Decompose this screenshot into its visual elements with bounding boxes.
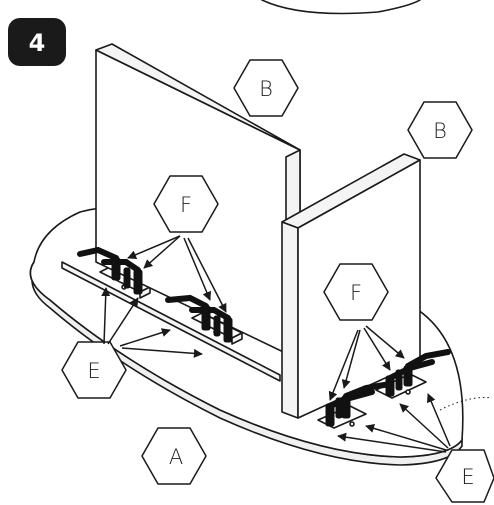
label-f-left: F [153, 175, 219, 233]
hardware-f-left [77, 246, 233, 343]
top-arc [261, 0, 421, 15]
svg-text:F: F [350, 281, 362, 305]
arrows-e-right [337, 393, 451, 453]
label-e-right: E [435, 449, 494, 503]
label-e-left: E [61, 341, 127, 399]
left-rail [61, 261, 281, 382]
label-b-back: B [233, 59, 299, 117]
svg-text:F: F [180, 193, 192, 217]
arrows-f-right [328, 325, 405, 401]
label-a: A [141, 427, 207, 485]
step-badge: 4 [8, 18, 66, 66]
hardware-f-right [325, 349, 451, 427]
step-number: 4 [29, 29, 46, 57]
svg-text:B: B [433, 119, 447, 143]
label-f-right: F [323, 263, 389, 321]
svg-text:A: A [169, 445, 183, 469]
label-b-front: B [407, 101, 473, 159]
svg-text:B: B [259, 77, 273, 101]
arrows-f-left [127, 235, 227, 313]
arrows-e-left [101, 287, 203, 358]
svg-text:E: E [87, 359, 100, 383]
svg-text:E: E [461, 465, 474, 489]
